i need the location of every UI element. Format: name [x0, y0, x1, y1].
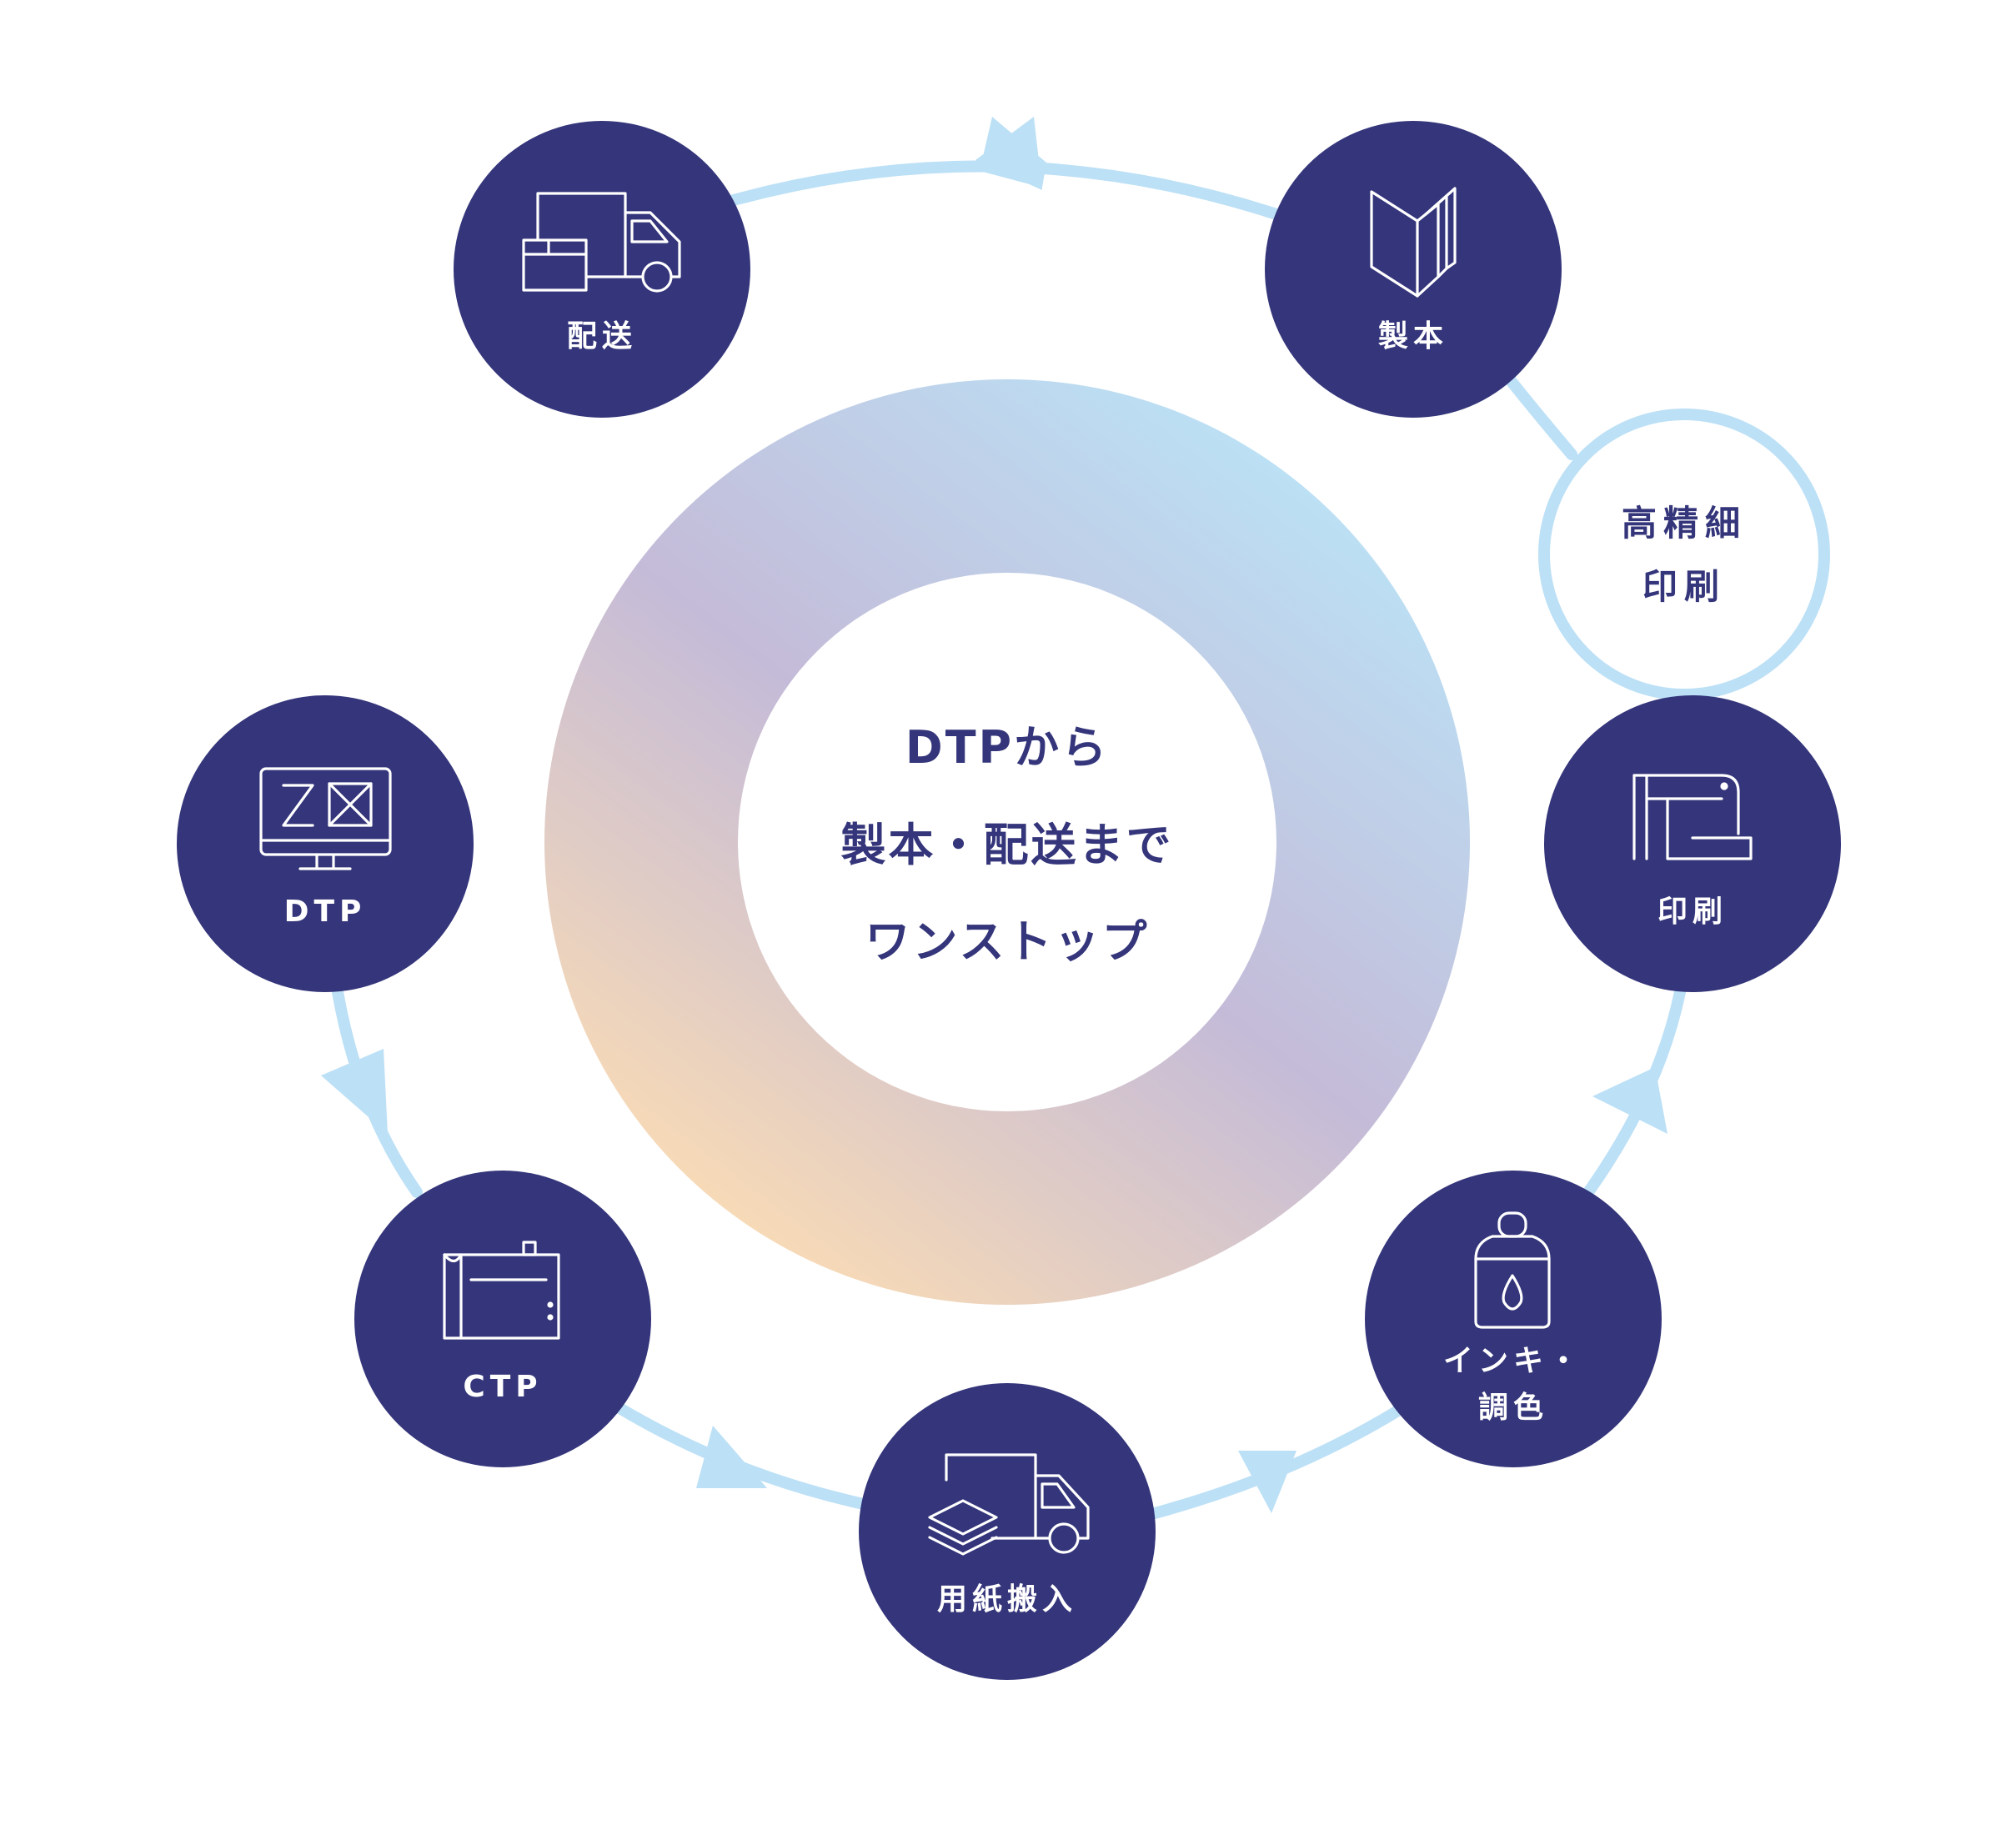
arrow-line-ctp-to-paper [615, 1403, 873, 1511]
node-label-paper: 用紙搬入 [937, 1582, 1077, 1617]
book-icon [1370, 187, 1457, 298]
node-dtp: DTP [177, 695, 474, 992]
plate-setter-icon [443, 1241, 560, 1340]
center-disc [738, 573, 1276, 1111]
node-binding: 製本 [1265, 121, 1562, 418]
center-line-3: ワンストップ [865, 915, 1150, 968]
arrowhead-top-main [975, 117, 1042, 190]
node-label-ctp: CTP [463, 1370, 542, 1404]
node-label-dtp: DTP [284, 895, 367, 929]
node-ctp: CTP [354, 1171, 651, 1467]
hd-line-1: 高精細 [1622, 503, 1747, 544]
arrowhead-ink-printing [1592, 1067, 1667, 1134]
ink-bottle-icon [1474, 1211, 1551, 1329]
paper-truck-icon [928, 1453, 1090, 1556]
node-printing: 印刷 [1544, 695, 1841, 992]
arrowheads [321, 117, 1667, 1513]
delivery-truck-icon [522, 192, 681, 293]
node-paper: 用紙搬入 [859, 1383, 1156, 1680]
node-high-definition: 高精細 印刷 [1538, 409, 1830, 700]
center-line-2: 製本・配送まで [841, 819, 1174, 871]
center-line-1: DTPから [905, 721, 1109, 774]
hd-line-2: 印刷 [1642, 566, 1726, 607]
node-label-binding: 製本 [1378, 319, 1448, 353]
printer-icon [1632, 774, 1753, 860]
arrowhead-dtp-ctp [321, 1049, 388, 1134]
node-label-ink-2: 調色 [1478, 1391, 1548, 1425]
arrowhead-paper-ink [1238, 1451, 1296, 1513]
node-label-ink-1: インキ・ [1443, 1344, 1583, 1378]
arrowhead-ctp-paper [696, 1426, 767, 1488]
node-delivery: 配送 [454, 121, 750, 418]
monitor-icon [259, 767, 392, 870]
node-label-delivery: 配送 [567, 319, 637, 353]
node-ink: インキ・ 調色 [1365, 1171, 1662, 1467]
node-label-printing: 印刷 [1657, 895, 1728, 929]
